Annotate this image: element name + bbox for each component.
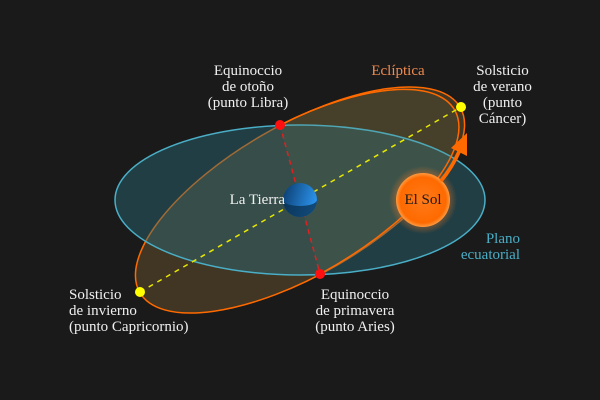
arrow-head-icon xyxy=(451,133,467,156)
ecliptic-label: Eclíptica xyxy=(371,63,425,79)
cancer-point xyxy=(456,102,466,112)
equinox-line xyxy=(279,124,321,275)
aries-point xyxy=(315,269,325,279)
libra-label: Equinoccio de otoño (punto Libra) xyxy=(207,63,289,111)
sun-direction-arrow xyxy=(439,149,462,183)
earth-icon xyxy=(283,183,317,217)
earth-label: La Tierra xyxy=(229,192,285,208)
equatorial-label: Plano ecuatorial xyxy=(460,231,520,263)
cancer-label: Solsticio de verano (punto Cáncer) xyxy=(473,63,532,127)
sun-icon xyxy=(396,173,450,227)
aries-label: Equinoccio de primavera (punto Aries) xyxy=(315,287,395,335)
capricorn-label: Solsticio de invierno (punto Capricornio… xyxy=(69,287,189,335)
solstice-line xyxy=(139,106,462,293)
libra-point xyxy=(275,120,285,130)
capricorn-point xyxy=(135,287,145,297)
sun-label: El Sol xyxy=(404,192,442,208)
ecliptic-front-arc xyxy=(279,88,460,275)
